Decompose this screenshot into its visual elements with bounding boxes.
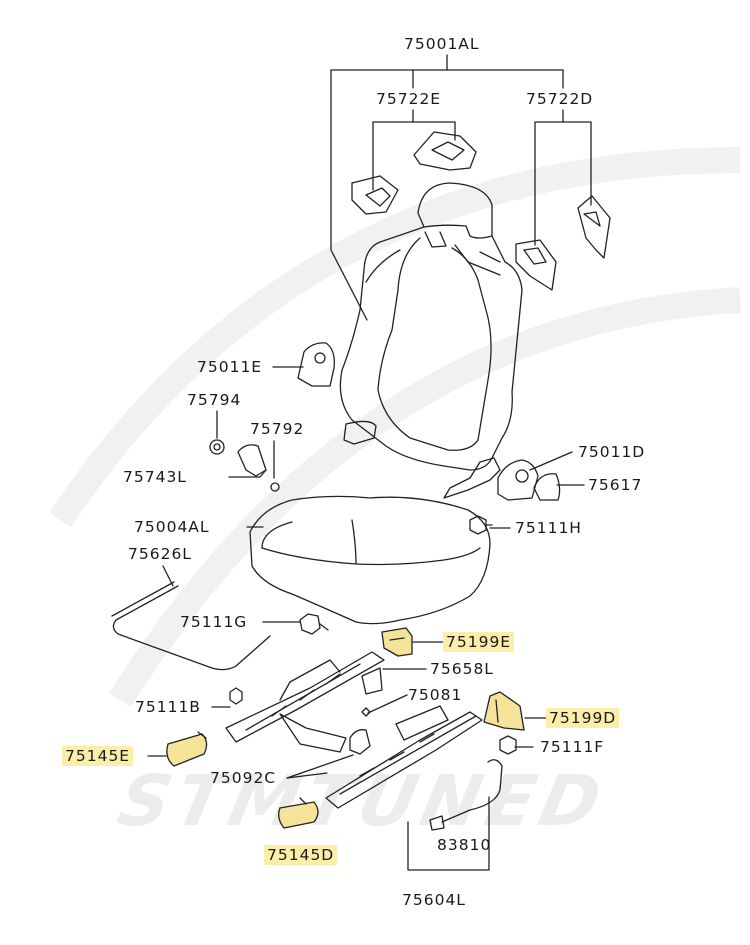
label-75145E: 75145E [62, 746, 134, 766]
bezel-75722D-part [515, 195, 611, 291]
label-75743L: 75743L [123, 468, 187, 486]
cap-75145D-part [278, 797, 319, 829]
bracket-75011E-part [297, 342, 377, 445]
lever-75743L-part [237, 444, 267, 477]
wire-75626L-part [111, 581, 271, 671]
bolt-75111H-part [469, 515, 493, 535]
label-75199D: 75199D [546, 708, 620, 728]
label-75111F: 75111F [540, 738, 605, 756]
label-75604L: 75604L [402, 891, 466, 909]
nut-75794-part [209, 439, 225, 455]
harness-83810-part [429, 759, 503, 831]
label-75004AL: 75004AL [134, 518, 210, 536]
label-75092C: 75092C [210, 769, 277, 787]
label-75658L: 75658L [430, 660, 494, 678]
cover-75658L-part [361, 667, 383, 695]
label-83810: 83810 [437, 836, 492, 854]
label-75111H: 75111H [515, 519, 582, 537]
leader-lines [147, 54, 592, 871]
bolt-75081-part [361, 707, 371, 717]
label-75722D: 75722D [526, 90, 594, 108]
label-75011D: 75011D [578, 443, 646, 461]
label-75626L: 75626L [128, 545, 192, 563]
label-75011E: 75011E [197, 358, 263, 376]
bolt-75111B-part [229, 687, 243, 705]
cap-75145E-part [166, 731, 208, 767]
label-75792: 75792 [250, 420, 305, 438]
crossbar-part [279, 713, 347, 753]
bracket-75092C-part [349, 729, 371, 755]
label-75145D: 75145D [264, 845, 338, 865]
label-75617: 75617 [588, 476, 643, 494]
rail-right-part [325, 705, 483, 809]
bezel-75722E-part [351, 131, 477, 215]
cover-75199E-part [381, 627, 413, 657]
label-75111G: 75111G [180, 613, 248, 631]
label-75001AL: 75001AL [404, 35, 480, 53]
watermark-swoosh [49, 147, 741, 707]
label-75111B: 75111B [135, 698, 201, 716]
clip-75792-part [270, 482, 280, 492]
bolt-75111G-part [299, 613, 329, 635]
bracket-75011D-part [443, 457, 539, 501]
label-75081: 75081 [408, 686, 463, 704]
label-75722E: 75722E [376, 90, 442, 108]
cap-75617-part [533, 473, 561, 501]
bolt-75111F-part [499, 735, 517, 755]
label-75199E: 75199E [443, 632, 515, 652]
seat-cushion-part [249, 495, 491, 625]
rail-left-part [225, 651, 385, 743]
cover-75199D-part [483, 691, 525, 731]
label-75794: 75794 [187, 391, 242, 409]
seat-back-part [339, 182, 523, 471]
